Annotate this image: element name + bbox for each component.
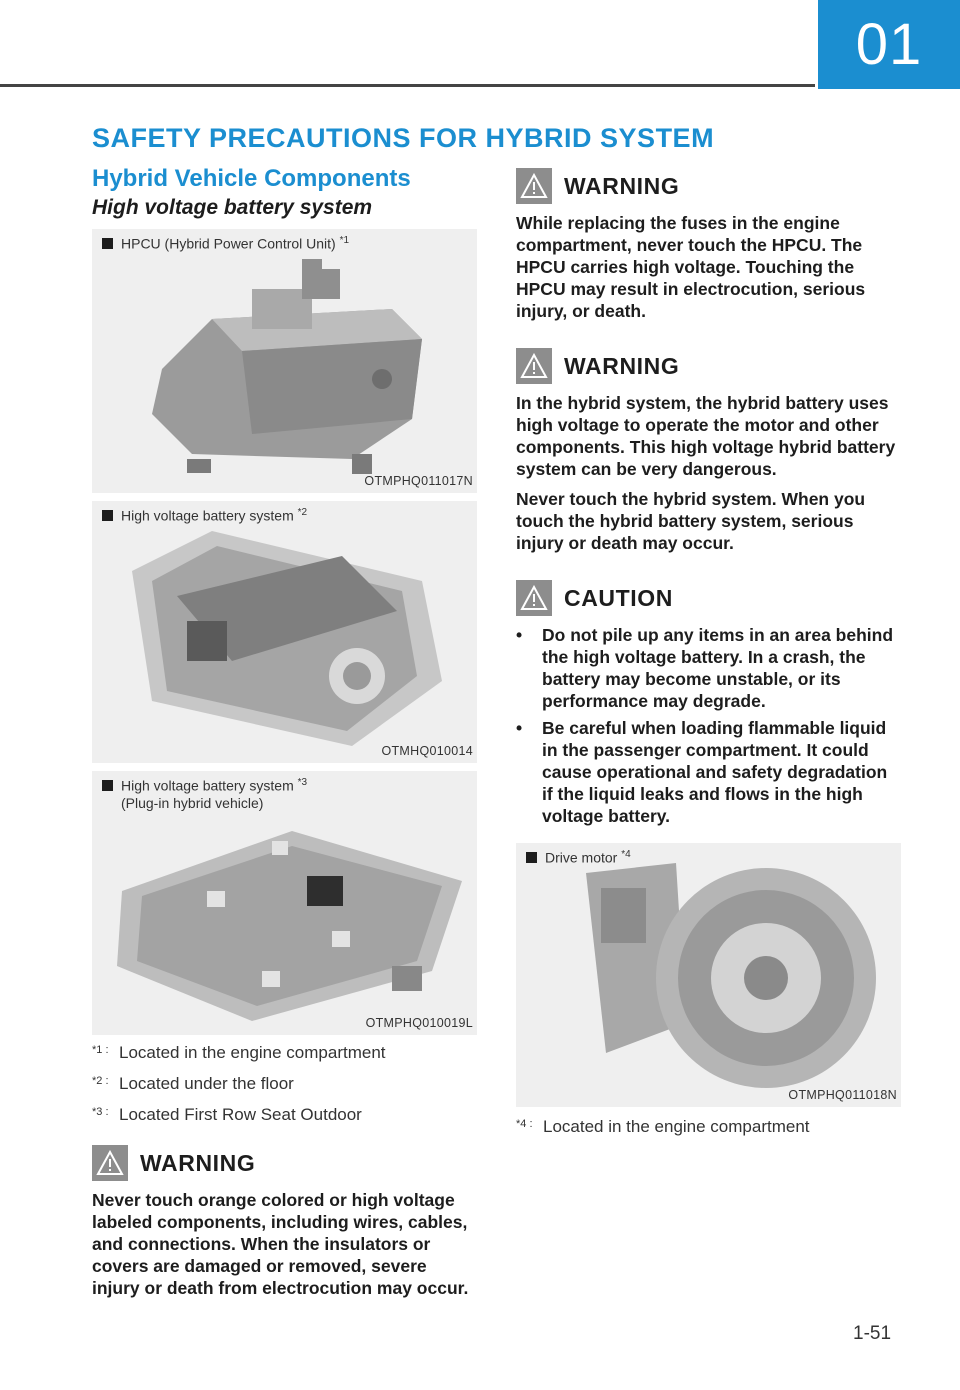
caution-item: • Be careful when loading flammable liqui… — [516, 717, 901, 827]
figure-drive-motor: Drive motor *4 OTMPHQ011018N — [516, 843, 901, 1107]
warning-text: Never touch orange colored or high volta… — [92, 1190, 469, 1298]
caution-title: CAUTION — [564, 584, 673, 611]
caption-text: HPCU (Hybrid Power Control Unit) — [121, 235, 336, 252]
figure-code: OTMHQ010014 — [381, 744, 473, 758]
footnote-text: Located in the engine compartment — [543, 1117, 810, 1136]
figure-phev-battery: High voltage battery system *3 (Plug-in h… — [92, 771, 477, 1035]
footnote-mark: *2 : — [92, 1075, 109, 1087]
square-bullet-icon — [526, 852, 537, 863]
warning-text: In the hybrid system, the hybrid battery… — [516, 393, 896, 479]
figure-battery: High voltage battery system *2 OTMHQ0100… — [92, 501, 477, 763]
figure-code: OTMPHQ011018N — [788, 1088, 897, 1102]
footnote-text: Located in the engine compartment — [119, 1043, 386, 1062]
drive-motor-illustration — [586, 863, 876, 1088]
warning-triangle-icon — [516, 580, 552, 616]
bullet-icon: • — [516, 625, 523, 645]
figure-caption: HPCU (Hybrid Power Control Unit) *1 — [102, 235, 349, 253]
warning-triangle-icon — [516, 168, 552, 204]
footnote-mark: *3 : — [92, 1106, 109, 1118]
warning-heading: WARNING — [516, 168, 901, 204]
figure-hpcu: HPCU (Hybrid Power Control Unit) *1 OTMP… — [92, 229, 477, 493]
caption-ref: *4 — [621, 849, 631, 860]
page-number: 1-51 — [853, 1323, 892, 1344]
caption-text: High voltage battery system — [121, 507, 294, 524]
figure-caption: High voltage battery system *3 (Plug-in h… — [102, 777, 307, 813]
left-column: Hybrid Vehicle Components High voltage b… — [92, 160, 477, 1307]
footnote-text: Located under the floor — [119, 1074, 294, 1093]
caption-line2: (Plug-in hybrid vehicle) — [121, 795, 264, 812]
chapter-number: 01 — [855, 12, 923, 77]
footnote-mark: *1 : — [92, 1044, 109, 1056]
right-column: WARNING While replacing the fuses in the… — [516, 160, 901, 1148]
square-bullet-icon — [102, 238, 113, 249]
figure-code: OTMPHQ010019L — [365, 1016, 473, 1030]
footnote: *1 : Located in the engine compartment — [92, 1043, 477, 1063]
warning-text: Never touch the hybrid system. When you … — [516, 489, 866, 553]
hpcu-illustration — [152, 259, 422, 474]
warning-title: WARNING — [140, 1149, 256, 1176]
warning-triangle-icon — [92, 1145, 128, 1181]
caption-text: High voltage battery system — [121, 777, 294, 794]
footnote: *3 : Located First Row Seat Outdoor — [92, 1105, 477, 1125]
caption-ref: *3 — [297, 777, 308, 788]
warning-heading: WARNING — [516, 348, 901, 384]
warning-title: WARNING — [564, 172, 680, 199]
subsubsection-title: High voltage battery system — [92, 196, 373, 219]
footnote-text: Located First Row Seat Outdoor — [119, 1105, 362, 1124]
caution-item-text: Do not pile up any items in an area behi… — [542, 625, 894, 711]
section-title: SAFETY PRECAUTIONS FOR HYBRID SYSTEM — [92, 123, 715, 153]
figure-code: OTMPHQ011017N — [364, 474, 473, 488]
warning-text: While replacing the fuses in the engine … — [516, 213, 866, 321]
caution-heading: CAUTION — [516, 580, 901, 616]
chapter-tab: 01 — [818, 0, 960, 89]
subsection-title: Hybrid Vehicle Components — [92, 165, 411, 192]
footnotes: *1 : Located in the engine compartment *2… — [92, 1043, 477, 1125]
footnote: *2 : Located under the floor — [92, 1074, 477, 1094]
header-rule — [0, 84, 815, 87]
warning-triangle-icon — [516, 348, 552, 384]
caption-ref: *1 — [339, 235, 350, 246]
square-bullet-icon — [102, 510, 113, 521]
caption-ref: *2 — [297, 507, 308, 518]
caution-list: • Do not pile up any items in an area beh… — [516, 624, 901, 827]
figure-caption: High voltage battery system *2 — [102, 507, 307, 525]
caution-item: • Do not pile up any items in an area beh… — [516, 624, 901, 712]
bullet-icon: • — [516, 718, 523, 738]
footnote: *4 : Located in the engine compartment — [516, 1117, 901, 1137]
square-bullet-icon — [102, 780, 113, 791]
battery-illustration — [132, 531, 442, 746]
phev-battery-illustration — [117, 831, 462, 1021]
footnote-mark: *4 : — [516, 1118, 533, 1130]
caution-item-text: Be careful when loading flammable liquid… — [542, 718, 888, 826]
warning-heading: WARNING — [92, 1145, 477, 1181]
figure-caption: Drive motor *4 — [526, 849, 631, 867]
warning-title: WARNING — [564, 352, 680, 379]
caption-text: Drive motor — [545, 849, 618, 866]
